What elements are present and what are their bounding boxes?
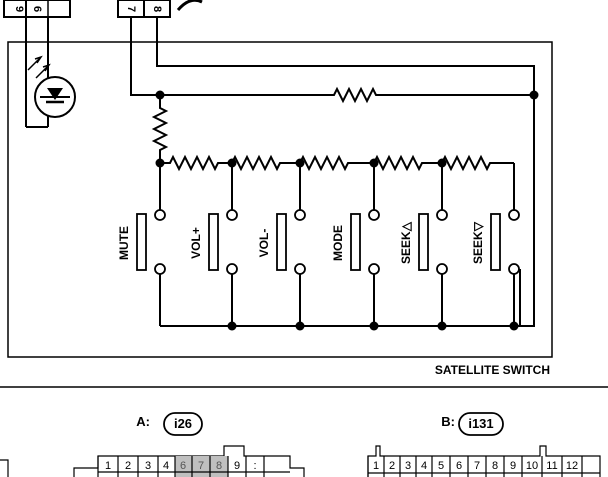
pin7-wire xyxy=(130,17,160,96)
resistor-ladder xyxy=(160,154,514,172)
switch-label-mode: MODE xyxy=(331,225,345,261)
connector-b-id: i131 xyxy=(468,416,493,431)
connector-b: B: i131 1 2 3 4 5 6 7 8 9 10 11 xyxy=(367,412,601,477)
pin-label: 6 xyxy=(31,6,43,12)
pin-cell: : xyxy=(253,460,256,472)
connector-b-prefix: B: xyxy=(441,414,455,429)
switch-wires xyxy=(159,163,515,326)
pin-cell: 12 xyxy=(566,460,578,472)
pin-cell: 1 xyxy=(373,460,379,472)
switch-label-vol-down: VOL- xyxy=(257,229,271,258)
led-emission-arrow xyxy=(27,57,41,71)
pin-cell: 3 xyxy=(145,460,151,472)
pin-cell: 7 xyxy=(474,460,480,472)
pin-cell: 9 xyxy=(234,460,240,472)
pin-label: 9 xyxy=(13,6,25,12)
connector-a-id: i26 xyxy=(174,416,192,431)
enclosure-label: SATELLITE SWITCH xyxy=(435,363,550,377)
switch-buttons xyxy=(136,213,501,271)
switch-label-vol-up: VOL+ xyxy=(189,227,203,259)
pin-cell: 2 xyxy=(125,460,131,472)
switch-label-seek-up: SEEK△ xyxy=(399,221,413,264)
pin-cell: 8 xyxy=(216,460,222,472)
pin-cell: 2 xyxy=(389,460,395,472)
pin8-wire xyxy=(156,17,535,327)
pin-cell: 4 xyxy=(163,460,169,472)
switch-enclosure xyxy=(7,41,553,358)
connector-a: A: i26 1 2 3 4 6 7 8 9 : xyxy=(73,412,305,477)
illumination-led xyxy=(25,17,76,128)
switch-label-seek-down: SEEK▽ xyxy=(471,221,485,264)
pin-cell: 1 xyxy=(105,460,111,472)
switch-contacts xyxy=(154,209,520,275)
pin-label: 8 xyxy=(151,6,163,12)
pin-cell: 9 xyxy=(510,460,516,472)
pin-cell: 7 xyxy=(198,460,204,472)
pin-cell: 10 xyxy=(526,460,538,472)
connector-a-prefix: A: xyxy=(136,414,150,429)
pin-cell: 4 xyxy=(421,460,427,472)
pin-cell: 8 xyxy=(492,460,498,472)
pin-cell: 11 xyxy=(546,460,557,472)
junction-dots xyxy=(155,90,539,331)
pin-label: 7 xyxy=(125,6,137,12)
pin-cell: 5 xyxy=(438,460,444,472)
switch-label-mute: MUTE xyxy=(117,226,131,260)
top-resistor xyxy=(160,86,534,104)
top-connector: 9 6 7 8 xyxy=(3,0,203,18)
vertical-resistor xyxy=(151,95,169,163)
pin-cell: 3 xyxy=(405,460,411,472)
pin-cell: 6 xyxy=(180,460,186,472)
pin-cell: 6 xyxy=(456,460,462,472)
